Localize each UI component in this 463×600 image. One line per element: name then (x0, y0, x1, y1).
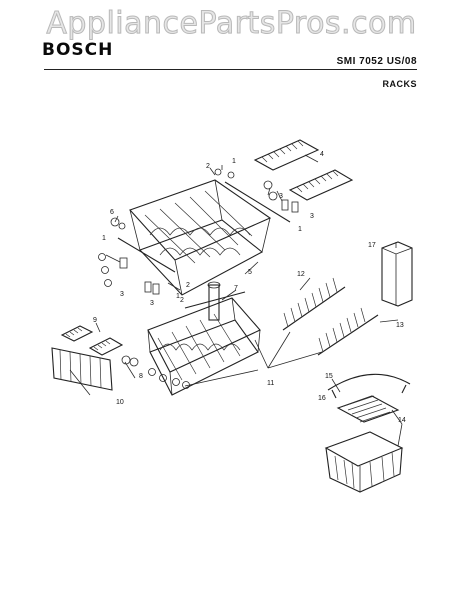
callout-3: 3 (150, 300, 154, 307)
callout-5: 5 (248, 269, 252, 276)
callout-6: 6 (110, 209, 114, 216)
callout-1: 1 (298, 226, 302, 233)
callout-numbers: 1 2 3 3 1 4 6 3 1 2 3 5 2 1 7 9 8 10 11 … (93, 151, 406, 424)
basket-dividers (51, 325, 124, 391)
tine-racks (282, 277, 379, 356)
section-title: RACKS (382, 79, 417, 89)
callout-9: 9 (93, 317, 97, 324)
callout-8: 8 (139, 373, 143, 380)
lower-rack (147, 281, 261, 396)
upper-rack (117, 179, 291, 296)
callout-3: 3 (120, 291, 124, 298)
leader-lines (69, 154, 403, 447)
callout-12: 12 (297, 271, 305, 278)
callout-7: 7 (234, 285, 238, 292)
callout-16: 16 (318, 395, 326, 402)
model-number: SMI 7052 US/08 (336, 56, 417, 67)
callout-15: 15 (325, 373, 333, 380)
callout-2: 2 (206, 163, 210, 170)
callout-11: 11 (267, 380, 274, 387)
callout-1: 1 (176, 293, 180, 300)
callout-3: 3 (310, 213, 314, 220)
callout-13: 13 (396, 322, 404, 329)
callout-17: 17 (368, 242, 376, 249)
silverware-basket (324, 373, 411, 493)
callout-10: 10 (116, 399, 124, 406)
callout-2: 2 (186, 282, 190, 289)
callout-14: 14 (398, 417, 406, 424)
watermark: AppliancePartsPros.com (46, 6, 417, 42)
cup-shelves (253, 139, 354, 201)
callout-1: 1 (232, 158, 236, 165)
callout-3: 3 (279, 193, 283, 200)
brand-logo: BOSCH (42, 40, 114, 60)
callout-1: 1 (102, 235, 106, 242)
hardware-parts (98, 168, 299, 389)
bottle-holder (381, 241, 413, 307)
callout-2: 2 (180, 297, 184, 304)
callout-4: 4 (320, 151, 324, 158)
header-rule (44, 69, 417, 70)
